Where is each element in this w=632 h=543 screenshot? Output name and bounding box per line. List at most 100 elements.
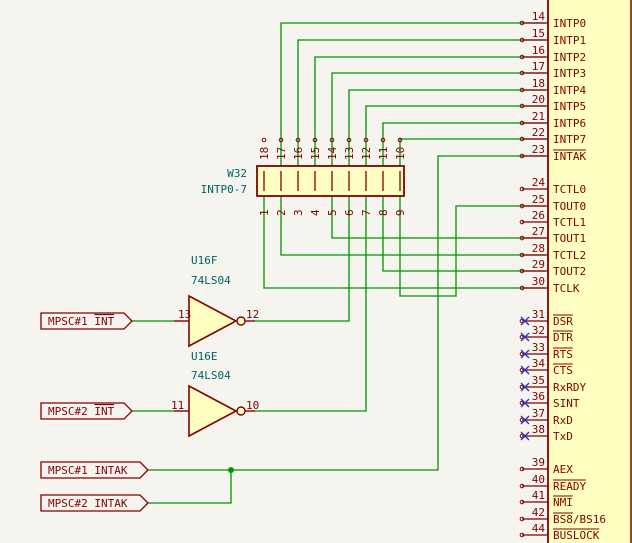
- cpu-pin-number: 23: [532, 143, 545, 156]
- cpu-pin-number: 16: [532, 44, 545, 57]
- cpu-pin-number: 21: [532, 110, 545, 123]
- cpu-pin-name: TxD: [553, 430, 573, 443]
- cpu-pin-number: 26: [532, 209, 545, 222]
- cpu-pin-number: 31: [532, 308, 545, 321]
- cpu-pin-marker: [519, 318, 525, 324]
- cpu-pin-number: 20: [532, 93, 545, 106]
- wire-tout1: [331, 195, 545, 239]
- cpu-pin-number: 17: [532, 60, 545, 73]
- cpu-pin-marker: [519, 219, 525, 225]
- wire-tout2: [382, 195, 545, 272]
- wire-pin9-tout0: [399, 195, 545, 297]
- cpu-pin-marker: [519, 466, 525, 472]
- label-mpsc1-int-prefix: MPSC#1: [48, 315, 94, 328]
- junction-dot: [228, 467, 234, 473]
- wire-tclk: [263, 195, 545, 289]
- cpu-pin-name: INTP2: [553, 51, 586, 64]
- header-bottom-pin-number: 7: [360, 209, 373, 216]
- cpu-pin-name: RTS: [553, 348, 573, 361]
- header-top-pin-number: 13: [343, 147, 356, 160]
- wire-intp3: [331, 72, 545, 167]
- no-connect-icon: [520, 316, 530, 326]
- label-mpsc2-intak-shape: [40, 494, 149, 512]
- cpu-pin-marker: [519, 400, 525, 406]
- cpu-pin-number: 24: [532, 176, 546, 189]
- wire-intak: [148, 155, 545, 471]
- cpu-pin-name: TCTL0: [553, 183, 586, 196]
- wire-tctl2: [280, 195, 545, 256]
- label-mpsc1-intak-shape: [40, 461, 149, 479]
- cpu-pin-number: 39: [532, 456, 545, 469]
- inverter-u16f-body: [188, 294, 238, 348]
- wires: [132, 22, 545, 504]
- cpu-pin-number: 32: [532, 324, 545, 337]
- cpu-pin-name: INTP3: [553, 67, 586, 80]
- header-pin-marker: [397, 137, 403, 143]
- header-bottom-pin-number: 4: [309, 209, 322, 216]
- cpu-pin-number: 14: [532, 10, 546, 23]
- cpu-pin-number: 42: [532, 506, 545, 519]
- cpu-pin-number: 28: [532, 242, 545, 255]
- wire-intp2: [314, 56, 545, 167]
- header-ref: W32: [227, 167, 247, 180]
- header-bottom-pin-number: 8: [377, 209, 390, 216]
- cpu-pin-name: INTP7: [553, 133, 586, 146]
- cpu-pin-name: READY: [553, 480, 586, 493]
- label-mpsc1-intak-text: MPSC#1 INTAK: [48, 464, 128, 477]
- wire-u16f-out: [255, 195, 350, 322]
- cpu-pin-marker: [519, 334, 525, 340]
- cpu-pin-number: 30: [532, 275, 545, 288]
- cpu-pin-marker: [519, 532, 525, 538]
- cpu-body: [548, 0, 632, 543]
- cpu-pin-marker: [519, 351, 525, 357]
- header-value: INTP0-7: [201, 183, 247, 196]
- label-mpsc1-int-name: INT: [94, 315, 114, 328]
- cpu-pin-marker: [519, 37, 525, 43]
- cpu-pin-name: TOUT1: [553, 232, 586, 245]
- cpu-pin-number: 38: [532, 423, 545, 436]
- cpu-pin-marker: [519, 20, 525, 26]
- cpu-pin-number: 41: [532, 489, 545, 502]
- cpu-pin-marker: [519, 516, 525, 522]
- cpu-pin-marker: [519, 54, 525, 60]
- cpu-pin-name: TCTL2: [553, 249, 586, 262]
- header-pin-marker: [312, 137, 318, 143]
- cpu-pin-name: DTR: [553, 331, 573, 344]
- cpu-pin-marker: [519, 285, 525, 291]
- header-pin-marker: [380, 137, 386, 143]
- cpu-pin-name: DSR: [553, 315, 573, 328]
- cpu-pin-marker: [519, 120, 525, 126]
- header-pin-marker: [363, 137, 369, 143]
- cpu-pin-name: NMI: [553, 496, 573, 509]
- label-mpsc2-int-name: INT: [94, 405, 114, 418]
- header-top-pin-number: 11: [377, 147, 390, 160]
- header-pin-marker: [295, 137, 301, 143]
- inverter-u16f-bubble: [236, 316, 246, 326]
- header-pin-marker: [278, 137, 284, 143]
- cpu-pin-marker: [519, 136, 525, 142]
- cpu-pin-number: 25: [532, 193, 545, 206]
- label-mpsc2-intak-text: MPSC#2 INTAK: [48, 497, 128, 510]
- header-top-pin-number: 15: [309, 147, 322, 160]
- inverter-u16e-body: [188, 384, 238, 438]
- inverter-u16e-ref: U16E: [191, 350, 218, 363]
- no-connect-icon: [520, 431, 530, 441]
- cpu-pin-name: TCTL1: [553, 216, 586, 229]
- cpu-pin-name: INTP4: [553, 84, 586, 97]
- no-connect-icon: [520, 332, 530, 342]
- cpu-pin-number: 18: [532, 77, 545, 90]
- cpu-pin-marker: [519, 268, 525, 274]
- wire-intp7: [399, 138, 545, 167]
- cpu-pin-name: INTP5: [553, 100, 586, 113]
- wire-intp1: [297, 39, 545, 167]
- header-bottom-pin-number: 3: [292, 209, 305, 216]
- header-top-pin-number: 17: [275, 147, 288, 160]
- cpu-pin-name: INTP1: [553, 34, 586, 47]
- label-mpsc2-int-shape: [40, 402, 133, 420]
- cpu-pin-name: TOUT0: [553, 200, 586, 213]
- inverter-u16f-part: 74LS04: [191, 274, 231, 287]
- wire-intp0: [280, 22, 545, 167]
- cpu-pin-name: INTP6: [553, 117, 586, 130]
